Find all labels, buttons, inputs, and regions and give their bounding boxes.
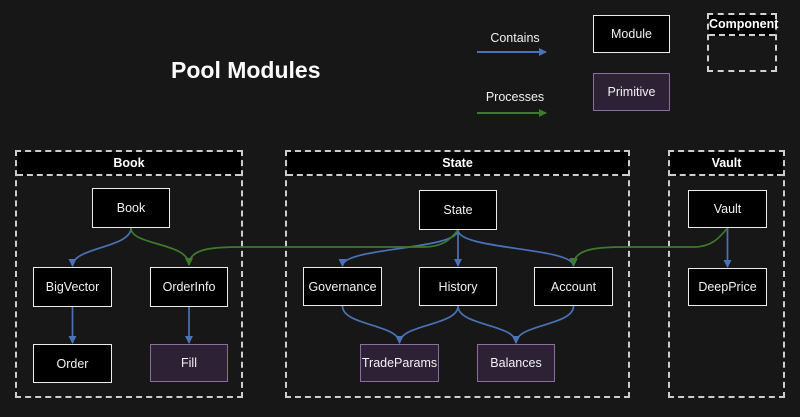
node-order: Order bbox=[33, 344, 112, 383]
node-vault: Vault bbox=[688, 190, 767, 228]
legend-component-label: Component bbox=[709, 15, 778, 36]
legend-processes-label: Processes bbox=[485, 90, 545, 104]
legend-contains-label: Contains bbox=[490, 31, 540, 45]
container-book-title: Book bbox=[17, 152, 241, 176]
node-fill: Fill bbox=[150, 344, 228, 382]
container-state-title: State bbox=[287, 152, 628, 176]
legend-component-box: Component bbox=[707, 13, 778, 72]
container-vault-title: Vault bbox=[670, 152, 783, 176]
container-book: Book bbox=[15, 150, 243, 398]
node-bigvector: BigVector bbox=[33, 267, 112, 307]
page-title: Pool Modules bbox=[171, 57, 321, 83]
container-vault: Vault bbox=[668, 150, 785, 398]
legend-module-label: Module bbox=[611, 27, 652, 41]
node-tradeparams: TradeParams bbox=[360, 344, 439, 382]
node-book: Book bbox=[92, 188, 170, 228]
node-orderinfo: OrderInfo bbox=[150, 267, 228, 307]
legend-primitive-label: Primitive bbox=[607, 85, 656, 99]
legend-primitive-box: Primitive bbox=[593, 73, 670, 111]
node-deepprice: DeepPrice bbox=[688, 268, 767, 306]
node-state: State bbox=[419, 190, 497, 230]
node-account: Account bbox=[534, 267, 613, 306]
node-balances: Balances bbox=[477, 344, 555, 382]
node-history: History bbox=[419, 267, 497, 306]
container-state: State bbox=[285, 150, 630, 398]
node-governance: Governance bbox=[303, 267, 382, 306]
legend-module-box: Module bbox=[593, 15, 670, 53]
